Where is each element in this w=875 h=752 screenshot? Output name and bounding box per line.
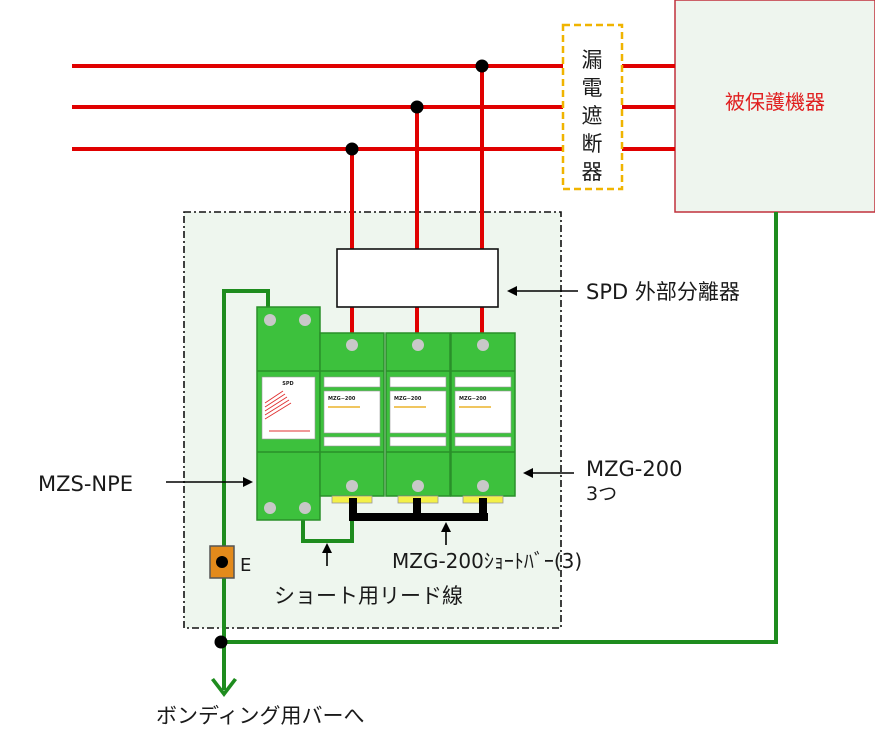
mzg-short-bar (349, 498, 488, 521)
protected-equipment-box (674, 0, 875, 213)
leakage-breaker-label: 漏 電 遮 断 器 (582, 48, 603, 184)
earth-wire-equipment (221, 212, 778, 644)
svg-text:電: 電 (582, 76, 603, 100)
bonding-arrow-head (211, 678, 237, 697)
bonding-bar-label: ボンディング用バーへ (156, 704, 365, 728)
earth-wiring (221, 212, 778, 690)
svg-text:漏: 漏 (582, 48, 603, 72)
junction-dot (475, 59, 489, 73)
callout-arrows (166, 286, 578, 566)
spd-disconnector-label: SPD 外部分離器 (586, 280, 740, 304)
mzg-badge-text: MZG−200 (328, 396, 356, 402)
mzg-200-module: MZG−200 (450, 332, 516, 504)
svg-text:断: 断 (582, 132, 603, 156)
mzg-200-module: MZG−200 (319, 332, 385, 504)
mzs-npe-module: SPD (256, 306, 321, 521)
svg-text:器: 器 (582, 160, 603, 184)
leakage-breaker-box (561, 23, 624, 191)
junction-dot (345, 142, 359, 156)
svg-text:遮: 遮 (582, 104, 603, 128)
spd-disconnector-box (336, 248, 499, 308)
earth-junction-dot (214, 635, 228, 649)
mzg-200-count-label: 3つ (586, 483, 617, 505)
earth-terminal-dot (216, 556, 228, 568)
earth-terminal-label: E (240, 555, 251, 576)
junction-dots (345, 59, 489, 156)
protected-equipment-label: 被保護機器 (725, 90, 825, 114)
earth-wire-npe (222, 289, 270, 690)
mzg-200-modules: MZG−200 MZG−200 MZG−200 (319, 332, 516, 504)
mzg-badge-text: MZG−200 (459, 396, 487, 402)
mzg-200-label: MZG-200 (586, 457, 682, 481)
npe-badge-text: SPD (282, 381, 293, 387)
mzg-badge-text: MZG−200 (394, 396, 422, 402)
junction-dot (410, 100, 424, 114)
mzs-npe-label: MZS-NPE (38, 472, 133, 496)
short-lead-label: ショート用リード線 (274, 584, 463, 608)
short-bar-label: MZG-200ｼｮｰﾄﾊﾞｰ(3) (392, 549, 582, 573)
mzg-200-module: MZG−200 (385, 332, 451, 504)
short-lead-wire (301, 502, 354, 543)
